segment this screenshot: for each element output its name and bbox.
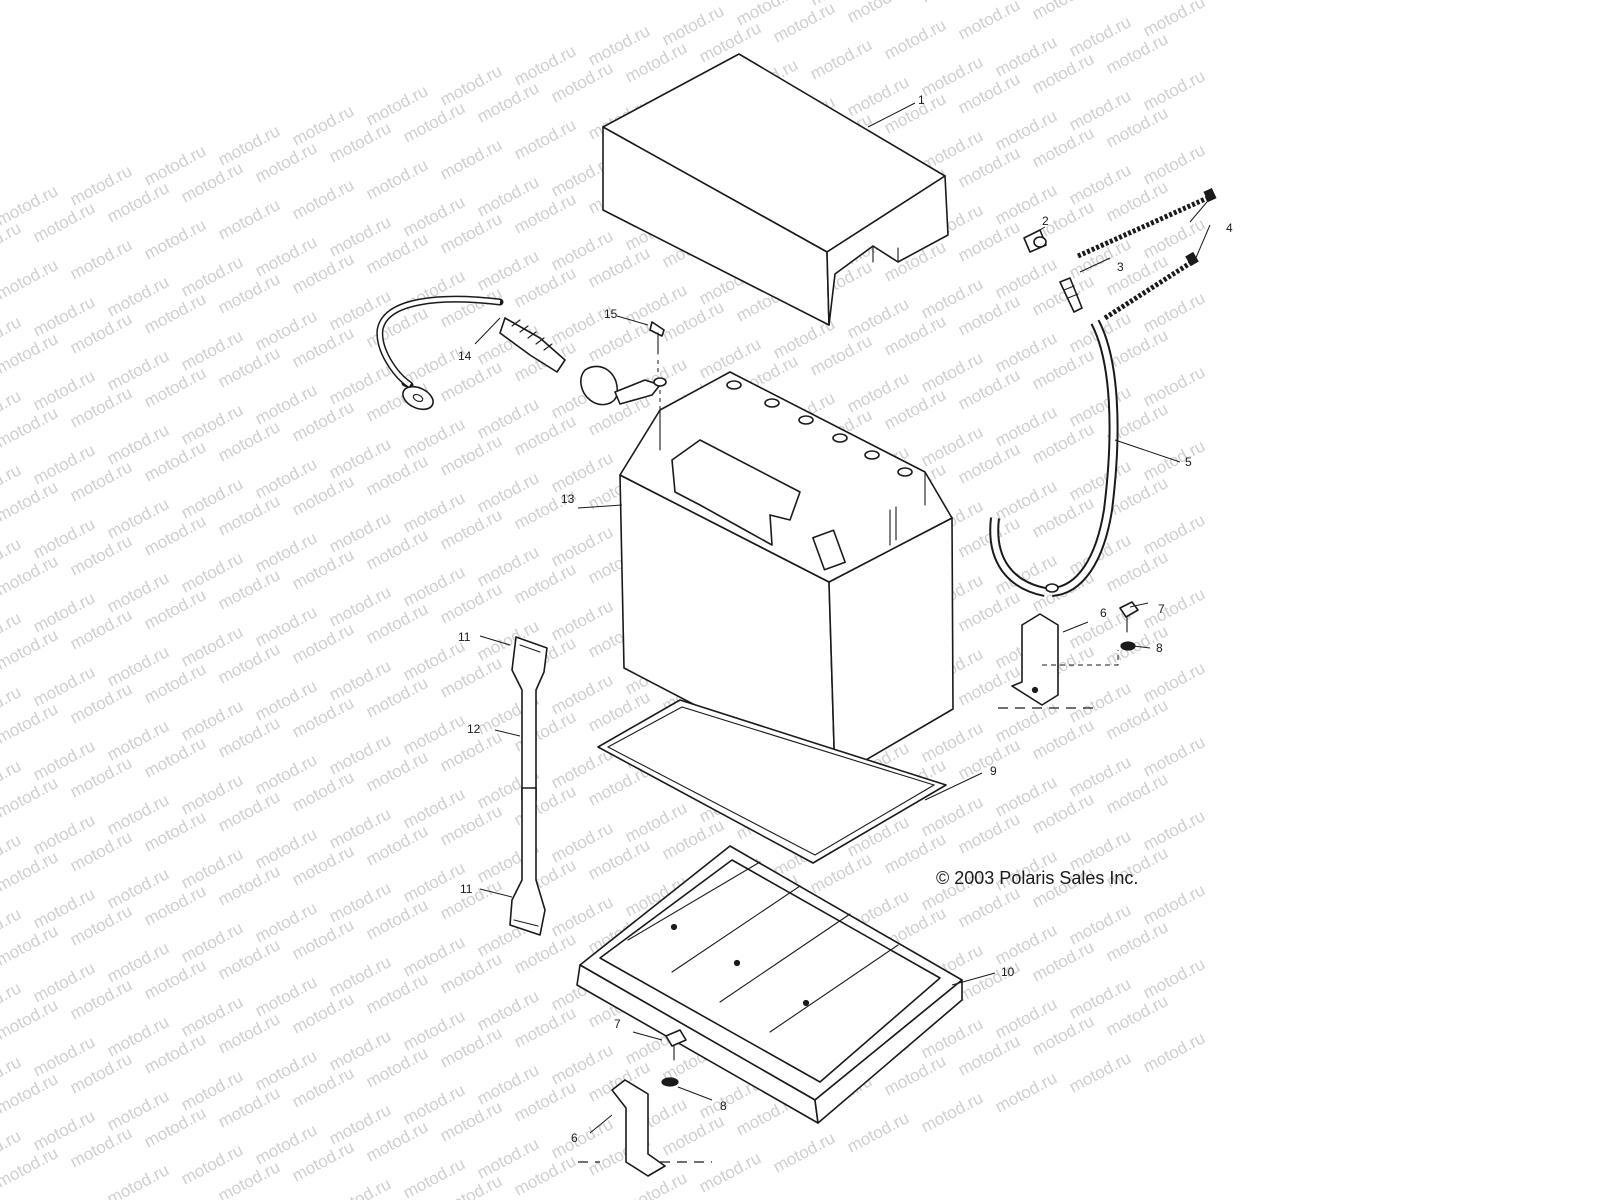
washer-right [1120, 641, 1136, 651]
callout-11-top: 11 [458, 630, 471, 644]
watermark-text: motod.ru [289, 175, 357, 223]
vent-fittings [1023, 229, 1083, 313]
watermark-text: motod.ru [1140, 510, 1208, 558]
watermark-text: motod.ru [1103, 0, 1171, 4]
callout-10: 10 [1001, 965, 1015, 979]
watermark-text: motod.ru [1140, 732, 1208, 780]
watermark-text: motod.ru [437, 135, 505, 183]
callout-4: 4 [1226, 221, 1233, 235]
callout-5: 5 [1185, 455, 1192, 469]
watermark-text: motod.ru [326, 1174, 394, 1200]
callout-8-right: 8 [1156, 641, 1163, 655]
hold-down-strap [509, 636, 548, 936]
watermark-text: motod.ru [844, 0, 912, 27]
terminal-bolt [649, 321, 667, 430]
watermark-text: motod.ru [67, 235, 135, 283]
callout-6-right: 6 [1100, 606, 1107, 620]
watermark-text: motod.ru [1140, 954, 1208, 1002]
watermark-text: motod.ru [215, 195, 283, 243]
watermark-text: motod.ru [0, 255, 61, 303]
battery-tray [576, 845, 963, 1124]
callout-3: 3 [1117, 260, 1124, 274]
watermark-text: motod.ru [1140, 66, 1208, 114]
battery-caps [726, 380, 913, 477]
watermark-text: motod.ru [1140, 140, 1208, 188]
callout-9: 9 [990, 764, 997, 778]
watermark-text: motod.ru [955, 0, 1023, 44]
watermark-text: motod.ru [807, 35, 875, 83]
watermark-text: motod.ru [1140, 0, 1208, 41]
watermark-text: motod.ru [622, 1168, 690, 1200]
watermark-text: motod.ru [1140, 288, 1208, 336]
callout-6-left: 6 [571, 1131, 578, 1145]
watermark-text: motod.ru [363, 155, 431, 203]
vent-tube [989, 319, 1119, 597]
watermark-text: motod.ru [1140, 880, 1208, 928]
callout-8-left: 8 [720, 1099, 727, 1113]
bracket-left [611, 1079, 666, 1177]
watermark-text: motod.ru [511, 115, 579, 163]
watermark-text: motod.ru [992, 1068, 1060, 1116]
watermark-text: motod.ru [1029, 0, 1097, 24]
callout-14: 14 [458, 349, 472, 363]
callout-13: 13 [561, 492, 575, 506]
watermark-text: motod.ru [1066, 1048, 1134, 1096]
leader-lines [474, 102, 1213, 1134]
watermark-text: motod.ru [1140, 362, 1208, 410]
callout-7-left: 7 [614, 1017, 621, 1031]
watermark-text: motod.ru [918, 1088, 986, 1136]
callout-1: 1 [918, 93, 925, 107]
watermark-text: motod.ru [1140, 584, 1208, 632]
watermark-text: motod.ru [696, 1148, 764, 1196]
battery-pad [597, 699, 947, 864]
bracket-right [1011, 613, 1059, 706]
watermark-text: motod.ru [1140, 214, 1208, 262]
battery-cable [376, 295, 661, 411]
watermark-text: motod.ru [1140, 1028, 1208, 1076]
callout-12: 12 [467, 722, 481, 736]
watermark-text: motod.ru [918, 0, 986, 7]
callout-labels: 1 2 3 4 5 6 7 8 9 10 11 12 11 13 14 15 7… [458, 93, 1233, 1145]
callout-11-bottom: 11 [460, 882, 473, 896]
washer-left [661, 1077, 679, 1087]
watermark-text: motod.ru [1140, 658, 1208, 706]
watermark-text: motod.ru [0, 218, 24, 266]
watermark-text: motod.ru [1140, 806, 1208, 854]
bolt-left [665, 1029, 687, 1061]
battery-cover [602, 53, 949, 326]
callout-15: 15 [604, 307, 618, 321]
watermark-text: motod.ru [881, 15, 949, 63]
copyright-notice: © 2003 Polaris Sales Inc. [936, 868, 1138, 888]
watermark-text: motod.ru [141, 215, 209, 263]
cable-ties [1076, 187, 1217, 321]
callout-7-right: 7 [1158, 602, 1165, 616]
watermark-text: motod.ru [104, 1160, 172, 1200]
watermark-text: motod.ru [770, 1128, 838, 1176]
callout-2: 2 [1042, 214, 1049, 228]
watermark-text: motod.ru [844, 1108, 912, 1156]
